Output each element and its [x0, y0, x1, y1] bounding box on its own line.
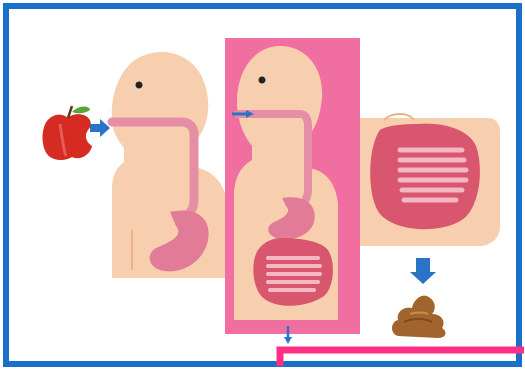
intestines	[253, 238, 333, 306]
large-intestine	[370, 124, 480, 230]
panel-digestion-highlight	[225, 38, 360, 344]
eye	[259, 77, 266, 84]
